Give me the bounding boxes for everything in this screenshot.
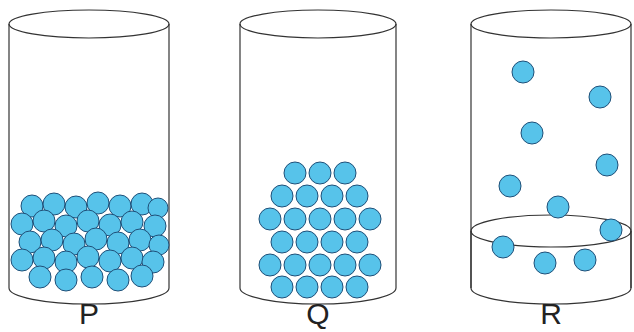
beaker-label: P bbox=[79, 299, 99, 329]
beaker-label: R bbox=[540, 299, 562, 329]
beaker bbox=[240, 10, 396, 304]
solid-particles bbox=[11, 192, 169, 291]
gas-particles bbox=[492, 61, 622, 274]
beaker bbox=[471, 10, 631, 304]
lattice-particles bbox=[259, 162, 381, 298]
beaker-label: Q bbox=[306, 299, 329, 329]
beaker bbox=[9, 10, 169, 304]
